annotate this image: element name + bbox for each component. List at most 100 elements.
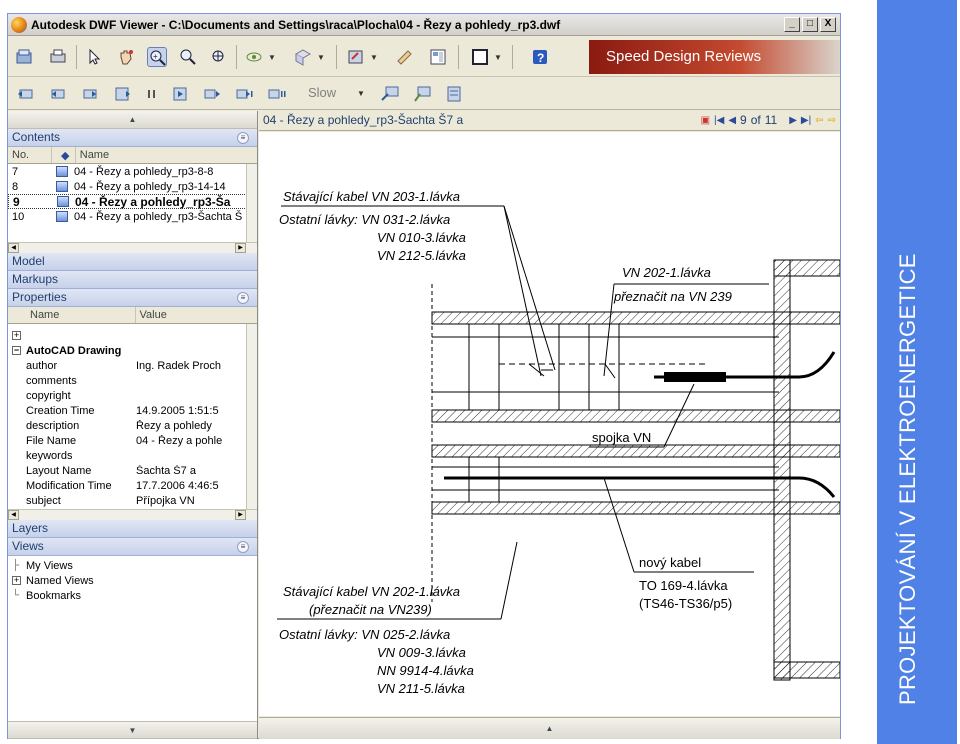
open-file-icon[interactable] (14, 47, 34, 67)
speed-design-reviews-banner[interactable]: Speed Design Reviews (589, 40, 840, 74)
sheet-title: 04 - Řezy a pohledy_rp3-Šachta Š7 a (263, 113, 464, 127)
sort-icon[interactable]: ◆ (52, 147, 76, 163)
measure-icon[interactable] (394, 47, 414, 67)
tree-item-named-views[interactable]: +Named Views (12, 574, 94, 587)
collapse-group-icon: − (12, 345, 21, 355)
cad-drawing: Stávající kabel VN 203-1.lávka Ostatní l… (277, 189, 840, 696)
contents-hscrollbar[interactable]: ◀▶ (8, 242, 257, 253)
forward-icon[interactable]: ⇨ (827, 114, 836, 126)
select-arrow-icon[interactable] (84, 47, 104, 67)
column-no[interactable]: No. (8, 147, 52, 163)
display-dropdown-icon[interactable]: ▼ (494, 53, 502, 62)
capture-view-icon[interactable] (412, 84, 432, 104)
properties-vscrollbar[interactable] (246, 324, 257, 509)
collapse-icon[interactable]: ≡ (237, 541, 249, 553)
page-current[interactable]: 9 (740, 113, 747, 127)
contents-vscrollbar[interactable] (246, 164, 257, 242)
column-prop-value[interactable]: Value (139, 309, 167, 321)
expand-row[interactable]: + (8, 328, 257, 343)
pan-hand-icon[interactable] (116, 47, 136, 67)
minimize-button[interactable]: _ (784, 17, 800, 32)
canvas-scroll-up-icon[interactable]: ▲ (259, 717, 840, 739)
last-view-icon[interactable] (112, 84, 132, 104)
properties-hscrollbar[interactable]: ◀▶ (8, 509, 257, 520)
sheet-icon (57, 196, 69, 207)
step-forward-icon[interactable] (202, 84, 222, 104)
markup-dropdown-icon[interactable]: ▼ (370, 53, 378, 62)
zoom-rect-icon[interactable]: + (147, 47, 167, 67)
page-icon[interactable]: ▣ (700, 114, 711, 126)
cube-dropdown-icon[interactable]: ▼ (317, 53, 325, 62)
tree-item-bookmarks[interactable]: └Bookmarks (12, 589, 82, 602)
speed-select[interactable]: Slow (308, 85, 337, 100)
window-title: Autodesk DWF Viewer - C:\Documents and S… (31, 17, 561, 32)
markups-header[interactable]: Markups (8, 271, 257, 289)
panel-scroll-down-icon[interactable]: ▼ (8, 721, 257, 739)
view-list-icon[interactable] (444, 84, 464, 104)
page-navigator: ▣ |◀ ◀ 9 of 11 ▶ ▶| ⇦ ⇨ (701, 113, 836, 127)
next-page-icon[interactable]: ▶ (789, 114, 797, 126)
prev-page-icon[interactable]: ◀ (728, 114, 737, 126)
model-header[interactable]: Model (8, 253, 257, 271)
label-novy-1: nový kabel (639, 555, 701, 570)
sheet-icon (56, 211, 68, 222)
panel-scroll-up-icon[interactable]: ▲ (8, 111, 257, 129)
collapse-icon[interactable]: ≡ (237, 132, 249, 144)
markup-icon[interactable] (346, 47, 366, 67)
play-view-icon[interactable] (170, 84, 190, 104)
property-row[interactable]: keywords (26, 449, 73, 462)
back-icon[interactable]: ⇦ (815, 114, 824, 126)
column-name[interactable]: Name (79, 149, 110, 161)
record-view-icon[interactable] (380, 84, 400, 104)
step-end-icon[interactable] (234, 84, 254, 104)
help-icon[interactable]: ? (530, 47, 550, 67)
views-header[interactable]: Views ≡ (8, 538, 257, 556)
label-top-2: Ostatní lávky: VN 031-2.lávka (279, 212, 450, 227)
svg-text:+: + (153, 52, 158, 61)
property-row[interactable]: copyright (26, 389, 71, 402)
svg-text:?: ? (537, 51, 544, 65)
contents-header[interactable]: Contents≡ (8, 129, 257, 147)
zoom-icon[interactable] (178, 47, 198, 67)
views-title: Views (12, 539, 44, 553)
first-page-icon[interactable]: |◀ (714, 114, 725, 126)
zoom-fit-icon[interactable] (209, 47, 229, 67)
orbit-dropdown-icon[interactable]: ▼ (268, 53, 276, 62)
previous-view-icon[interactable] (48, 84, 68, 104)
maximize-button[interactable]: □ (802, 17, 818, 32)
pause-icon[interactable] (142, 84, 162, 104)
column-prop-name[interactable]: Name (8, 307, 136, 323)
print-icon[interactable] (48, 47, 68, 67)
property-group[interactable]: −AutoCAD Drawing (12, 344, 122, 357)
label-top-1: Stávající kabel VN 203-1.lávka (283, 189, 460, 204)
contents-column-headers: No. ◆ Name (8, 147, 257, 164)
side-banner: PROJEKTOVÁNÍ V ELEKTROENERGETICE (877, 0, 957, 744)
first-view-icon[interactable] (16, 84, 36, 104)
properties-header[interactable]: Properties≡ (8, 289, 257, 307)
tree-item-my-views[interactable]: ├My Views (12, 559, 73, 572)
orbit-icon[interactable] (244, 47, 264, 67)
last-page-icon[interactable]: ▶| (800, 114, 812, 126)
property-row[interactable]: comments (26, 374, 77, 387)
play-end-icon[interactable] (266, 84, 286, 104)
speed-dropdown-icon[interactable]: ▼ (357, 89, 365, 98)
close-button[interactable]: X (820, 17, 836, 32)
cube-view-icon[interactable] (293, 47, 313, 67)
next-view-icon[interactable] (80, 84, 100, 104)
drawing-canvas[interactable]: Stávající kabel VN 203-1.lávka Ostatní l… (259, 132, 840, 716)
layout-icon[interactable] (428, 47, 448, 67)
layers-header[interactable]: Layers (8, 520, 257, 538)
display-icon[interactable] (470, 47, 490, 67)
collapse-icon[interactable]: ≡ (237, 292, 249, 304)
